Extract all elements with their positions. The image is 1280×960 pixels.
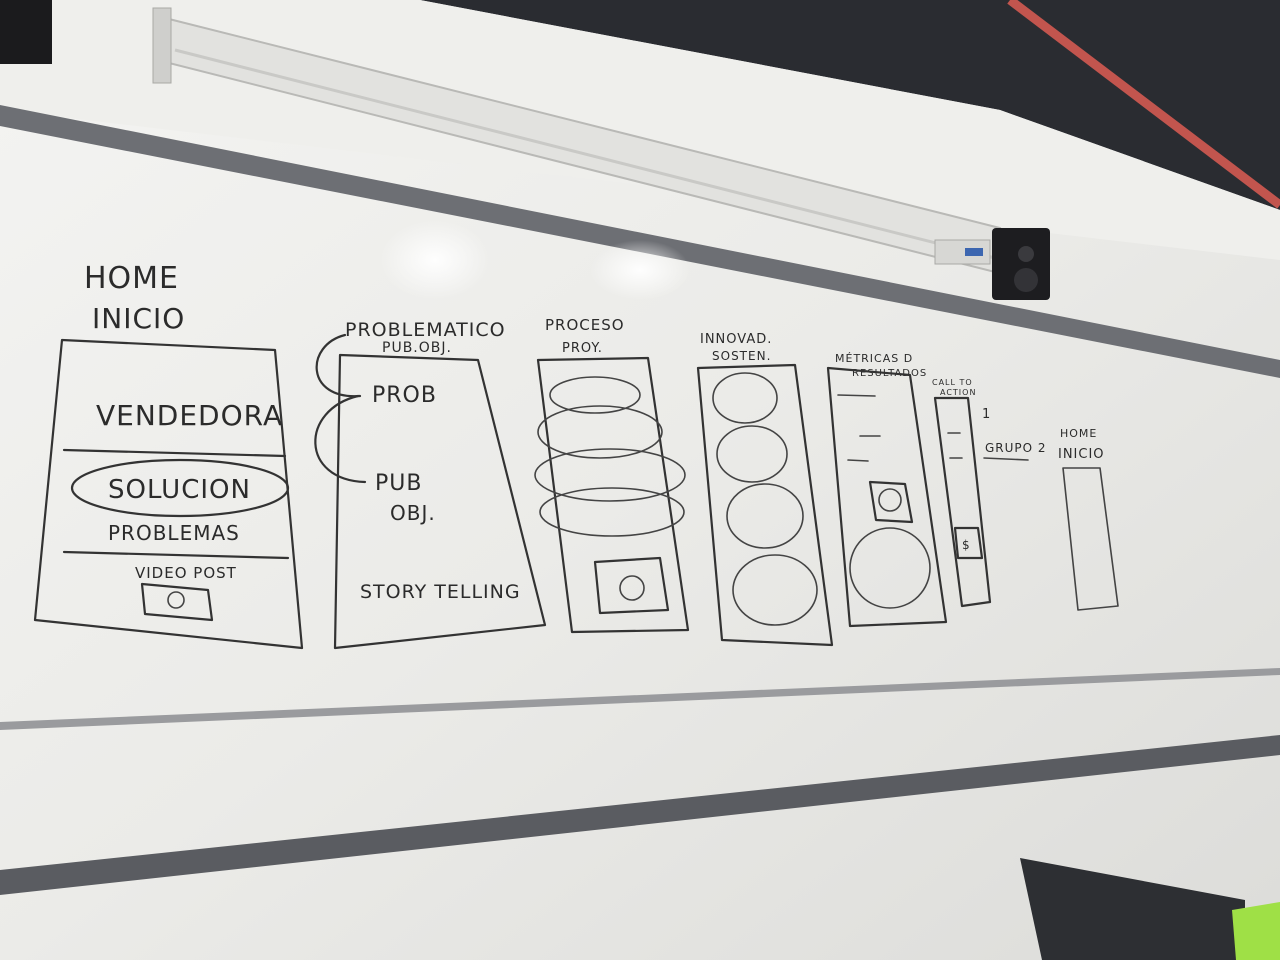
group-label: 1 GRUPO 2 <box>982 407 1047 461</box>
frame7-outline <box>1062 467 1119 611</box>
frame2-obj: OBJ. <box>390 501 436 525</box>
frame5-outline <box>826 366 948 628</box>
arrow-curve <box>315 333 362 398</box>
green-sticker <box>1232 902 1280 960</box>
frame2-outline <box>333 353 547 650</box>
laptop <box>1020 858 1245 960</box>
middle-rail <box>0 668 1280 730</box>
frame-call-to-action: CALL TO ACTION $ <box>932 378 992 608</box>
play-icon <box>167 591 185 609</box>
frame1-title-line1: HOME <box>84 261 179 296</box>
frame7-title-line1: HOME <box>1060 427 1097 440</box>
frame1-video-post: VIDEO POST <box>135 564 237 582</box>
frame4-title-line2: SOSTEN. <box>712 349 771 363</box>
frame2-story: STORY TELLING <box>360 581 521 603</box>
frame2-prob: PROB <box>372 383 437 408</box>
frame-proceso: PROCESO PROY. <box>534 316 690 634</box>
dollar-icon: $ <box>962 538 971 552</box>
frame1-vendedora: VENDEDORA <box>96 399 283 432</box>
frame-home-small: HOME INICIO <box>1058 427 1119 611</box>
frame-problematico: PROBLEMATICO PUB.OBJ. PROB PUB OBJ. STOR… <box>314 319 547 650</box>
frame-innovacion: INNOVAD. SOSTEN. <box>696 332 834 647</box>
frame3-title-line1: PROCESO <box>545 316 625 334</box>
frame1-problemas: PROBLEMAS <box>108 521 240 545</box>
group-text: GRUPO 2 <box>985 441 1047 455</box>
glare <box>380 220 490 300</box>
frame3-video-box <box>593 556 670 615</box>
screen-bracket <box>152 7 172 84</box>
frame7-title-line2: INICIO <box>1058 447 1105 462</box>
wall-object <box>0 0 52 64</box>
frame1-video-box <box>140 582 214 622</box>
frame2-pub: PUB <box>375 471 422 496</box>
group-number: 1 <box>982 407 991 422</box>
frame-metricas: MÉTRICAS D RESULTADOS <box>826 352 948 628</box>
frame2-title-line2: PUB.OBJ. <box>382 340 452 356</box>
frame1-outline <box>33 338 304 650</box>
frame5-title-line1: MÉTRICAS D <box>835 352 913 365</box>
frame6-title-line2: ACTION <box>940 388 976 397</box>
frame6-outline <box>933 396 992 608</box>
frame3-outline <box>536 356 690 634</box>
frame2-title-line1: PROBLEMATICO <box>345 319 506 341</box>
frame4-outline <box>696 363 834 647</box>
red-pipe <box>1007 0 1280 209</box>
bottom-rail <box>0 735 1280 895</box>
frame3-title-line2: PROY. <box>562 341 603 356</box>
frame4-title-line1: INNOVAD. <box>700 332 772 347</box>
frame-home: HOME INICIO VENDEDORA SOLUCION PROBLEMAS… <box>33 261 304 650</box>
ceiling <box>420 0 1280 210</box>
play-icon <box>619 575 645 601</box>
frame1-title-line2: INICIO <box>92 302 185 335</box>
frame6-title-line1: CALL TO <box>932 378 973 387</box>
frame1-solucion-ellipse <box>70 458 290 518</box>
frame1-solucion: SOLUCION <box>108 475 251 505</box>
